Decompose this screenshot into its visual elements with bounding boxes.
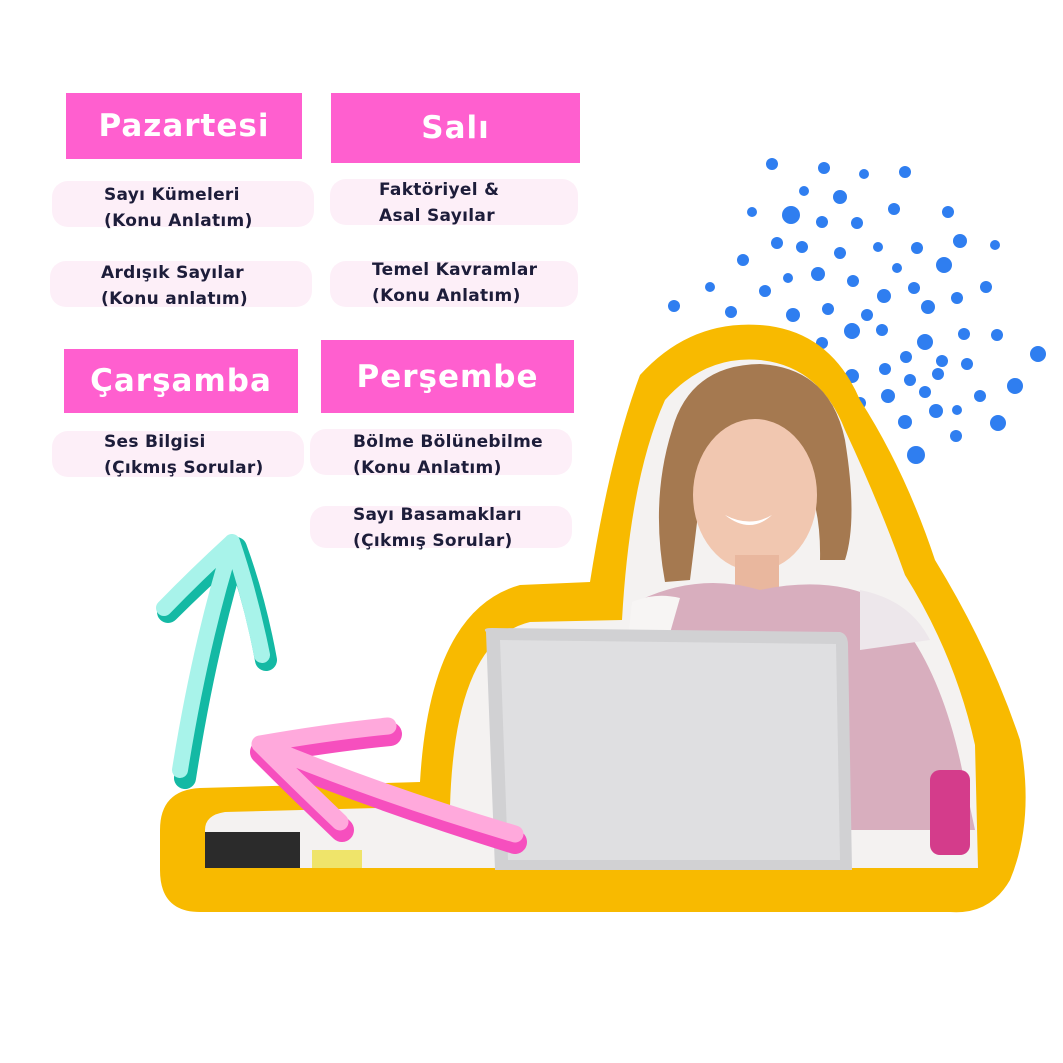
day-header-monday: Pazartesi (66, 93, 302, 159)
topic-bg (330, 179, 578, 225)
pink-arrow-icon (250, 717, 527, 854)
topic-monday-2: Ardışık Sayılar (Konu anlatım) (101, 263, 248, 309)
topic-bg (330, 261, 578, 307)
topic-bg (52, 181, 314, 227)
topic-thursday-1: Bölme Bölünebilme (Konu Anlatım) (353, 432, 543, 478)
topic-bg (52, 431, 304, 477)
topic-bg (310, 506, 572, 548)
topic-wednesday-1: Ses Bilgisi (Çıkmış Sorular) (104, 432, 264, 478)
day-header-wednesday: Çarşamba (64, 349, 298, 413)
photo-student-with-laptop (205, 359, 978, 870)
blue-dot-pattern (668, 158, 1046, 477)
topic-bg (310, 429, 572, 475)
topic-monday-1: Sayı Kümeleri (Konu Anlatım) (104, 185, 253, 231)
day-header-tuesday: Salı (331, 93, 580, 163)
day-header-thursday: Perşembe (321, 340, 574, 413)
teal-arrow-icon (156, 534, 277, 789)
topic-tuesday-2: Temel Kavramlar (Konu Anlatım) (372, 260, 538, 306)
topic-thursday-2: Sayı Basamakları (Çıkmış Sorular) (353, 505, 522, 551)
topic-tuesday-1: Faktöriyel & Asal Sayılar (379, 180, 500, 226)
topic-bg (50, 261, 312, 307)
